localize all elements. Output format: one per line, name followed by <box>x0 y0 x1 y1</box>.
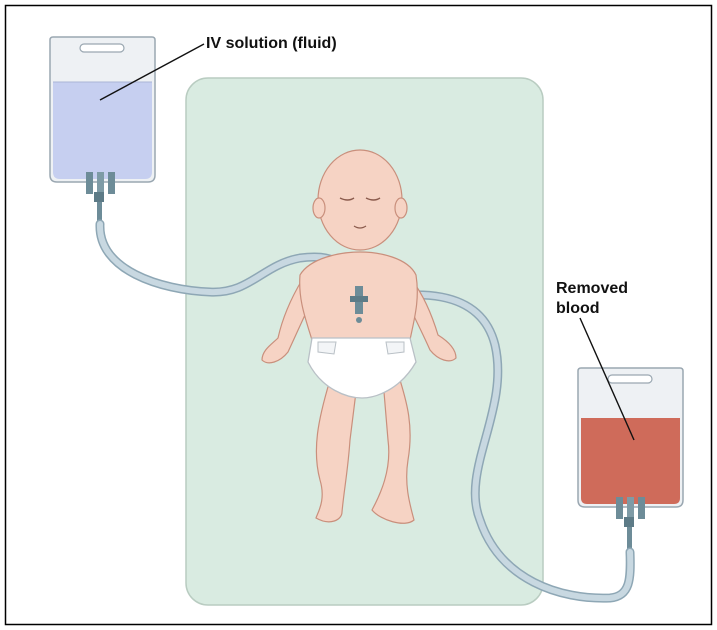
infant-head <box>318 150 402 250</box>
bag-hanger-slot-icon <box>80 44 124 52</box>
iv-fluid <box>53 82 152 179</box>
removed-blood-label-line1: Removed <box>556 280 628 297</box>
blood-bag-port-icon <box>616 497 623 519</box>
iv-bag-port-icon <box>86 172 93 194</box>
removed-blood-label-line2: blood <box>556 300 600 317</box>
iv-solution-label: IV solution (fluid) <box>206 35 337 52</box>
bag-hanger-slot-icon <box>608 375 652 383</box>
